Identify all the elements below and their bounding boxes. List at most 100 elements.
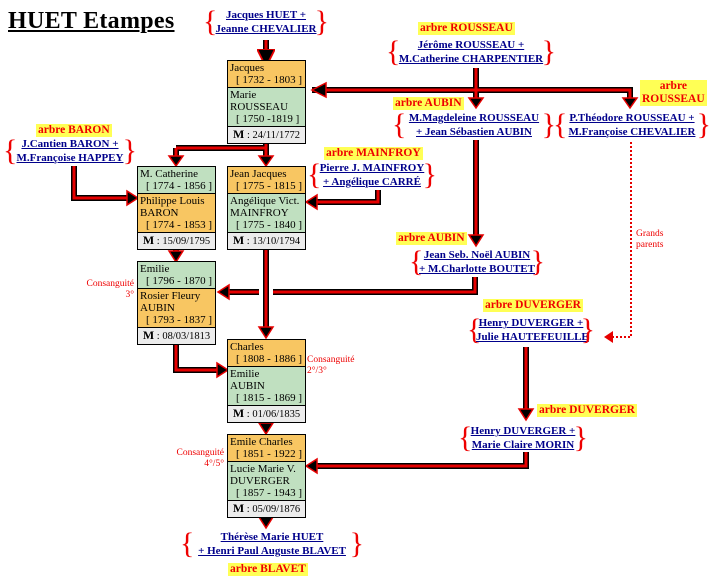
tag-arbre-rousseau-2[interactable]: arbre ROUSSEAU [640,80,707,106]
link-charlotte-boutet[interactable]: + M.Charlotte BOUTET [419,263,535,275]
brace-left-icon: { [203,5,218,38]
link-francoise-happey[interactable]: M.Françoise HAPPEY [16,152,124,164]
marriage-date: : 24/11/1772 [246,130,300,141]
person-name: Marie [230,89,257,101]
note-line: parents [636,240,664,250]
marriage-date: : 05/09/1876 [246,504,301,515]
link-jeanne-chevalier[interactable]: Jeanne CHEVALIER [215,23,317,35]
link-catherine-charpentier[interactable]: M.Catherine CHARPENTIER [398,53,544,65]
family-box-emile-lucie: Emile Charles [ 1851 - 1922 ] Lucie Mari… [227,434,306,518]
brace-left-icon: { [180,527,195,560]
link-jacques-huet[interactable]: Jacques HUET + [225,9,307,21]
tag-arbre-rousseau-1[interactable]: arbre ROUSSEAU [418,22,515,35]
family-box-charles-emilie: Charles [ 1808 - 1886 ] Emilie AUBIN [ 1… [227,339,306,423]
husband-cell: Emile Charles [ 1851 - 1922 ] [228,435,305,462]
brace-right-icon: } [349,527,364,560]
couple-aubin-boutet: { Jean Seb. Noël AUBIN + M.Charlotte BOU… [409,246,545,278]
link-cantien-baron[interactable]: J.Cantien BARON + [21,138,119,150]
brace-right-icon: } [422,158,437,191]
link-marie-claire-morin[interactable]: Marie Claire MORIN [471,439,575,451]
brace-right-icon: } [530,245,545,278]
marriage-date: : 08/03/1813 [156,331,211,342]
marriage-cell: M : 01/06/1835 [228,406,305,422]
brace-right-icon: } [696,108,711,141]
brace-left-icon: { [467,313,482,346]
person-dates: [ 1857 - 1943 ] [236,487,302,499]
link-angelique-carre[interactable]: + Angélique CARRÉ [323,176,421,188]
tag-line: ROUSSEAU [642,93,705,105]
link-therese-huet[interactable]: Thérèse Marie HUET [220,531,324,543]
marriage-label: M [232,233,245,247]
person-name: M. Catherine [140,168,199,180]
person-dates: [ 1750 -1819 ] [236,113,300,125]
brace-left-icon: { [392,108,407,141]
couple-mainfroy-carre: { Pierre J. MAINFROY + Angélique CARRÉ } [307,159,437,191]
marriage-date: : 13/10/1794 [246,236,301,247]
husband-cell: Rosier Fleury AUBIN [ 1793 - 1837 ] [138,289,215,328]
note-line: 2°/3° [307,366,327,376]
person-dates: [ 1775 - 1840 ] [236,219,302,231]
person-name: Charles [230,341,264,353]
connector-rousseau-split [310,68,639,110]
person-dates: [ 1808 - 1886 ] [236,353,302,365]
link-julie-hautefeuille[interactable]: Julie HAUTEFEUILLE [476,331,589,343]
link-henri-blavet[interactable]: + Henri Paul Auguste BLAVET [198,545,346,557]
person-dates: [ 1851 - 1922 ] [236,448,302,460]
person-name: Emilie [230,368,260,380]
marriage-date: : 01/06/1835 [246,409,301,420]
family-box-jeanjacques-angelique: Jean Jacques [ 1775 - 1815 ] Angélique V… [227,166,306,250]
consanguinity-note-3: Consanguité 4°/5° [172,448,225,470]
connector-morin-to-lucie [304,452,529,475]
link-pierre-mainfroy[interactable]: Pierre J. MAINFROY [319,162,425,174]
brace-right-icon: } [122,134,137,167]
connector-hautefeuille-to-morin [517,347,535,422]
connector-mainfroy-to-angelique [304,190,381,211]
link-theodore-rousseau[interactable]: P.Théodore ROUSSEAU + [569,112,695,124]
person-name: Emile Charles [230,436,293,448]
link-jean-sebastien-aubin[interactable]: + Jean Sébastien AUBIN [416,126,532,138]
person-name: Jacques [230,62,265,74]
person-dates: [ 1815 - 1869 ] [236,392,302,404]
link-noel-aubin[interactable]: Jean Seb. Noël AUBIN [423,249,531,261]
couple-huet-chevalier: { Jacques HUET + Jeanne CHEVALIER } [203,6,329,38]
brace-left-icon: { [307,158,322,191]
link-magdeleine-rousseau[interactable]: M.Magdeleine ROUSSEAU [408,112,540,124]
tag-arbre-aubin-2[interactable]: arbre AUBIN [396,232,467,245]
tag-arbre-duverger-2[interactable]: arbre DUVERGER [537,404,637,417]
link-jerome-rousseau[interactable]: Jérôme ROUSSEAU + [417,39,525,51]
brace-right-icon: } [573,421,588,454]
brace-left-icon: { [553,108,568,141]
marriage-label: M [142,328,155,342]
marriage-cell: M : 13/10/1794 [228,233,305,249]
connector-baron-to-philippe [71,166,140,207]
husband-cell: Philippe Louis BARON [ 1774 - 1853 ] [138,194,215,233]
couple-magdeleine-aubin: { M.Magdeleine ROUSSEAU + Jean Sébastien… [392,109,556,141]
tag-arbre-baron[interactable]: arbre BARON [36,124,112,137]
link-henry-duverger-2[interactable]: Henry DUVERGER + [470,425,576,437]
couple-huet-blavet: { Thérèse Marie HUET + Henri Paul August… [180,528,364,560]
wife-cell: Angélique Vict. MAINFROY [ 1775 - 1840 ] [228,194,305,233]
tag-arbre-aubin-1[interactable]: arbre AUBIN [393,97,464,110]
link-henry-duverger-1[interactable]: Henry DUVERGER + [478,317,584,329]
person-name: Emilie [140,263,170,275]
tag-arbre-duverger-1[interactable]: arbre DUVERGER [483,299,583,312]
brace-left-icon: { [409,245,424,278]
couple-theodore-chevalier: { P.Théodore ROUSSEAU + M.Françoise CHEV… [553,109,711,141]
couple-duverger-morin: { Henry DUVERGER + Marie Claire MORIN } [458,422,588,454]
person-dates: [ 1775 - 1815 ] [236,180,302,192]
person-dates: [ 1793 - 1837 ] [146,314,212,326]
tag-arbre-mainfroy[interactable]: arbre MAINFROY [324,147,423,160]
marriage-cell: M : 08/03/1813 [138,328,215,344]
brace-left-icon: { [386,35,401,68]
couple-rousseau-charpentier: { Jérôme ROUSSEAU + M.Catherine CHARPENT… [386,36,556,68]
person-dates: [ 1796 - 1870 ] [146,275,212,287]
person-surname: MAINFROY [230,207,289,219]
husband-cell: Jacques [ 1732 - 1803 ] [228,61,305,88]
connector-jeanjacques-to-charles [257,238,275,340]
person-surname: BARON [140,207,179,219]
tag-arbre-blavet[interactable]: arbre BLAVET [228,563,308,576]
marriage-date: : 15/09/1795 [156,236,211,247]
link-francoise-chevalier[interactable]: M.Françoise CHEVALIER [568,126,696,138]
person-name: Jean Jacques [230,168,287,180]
note-line: 3° [125,290,134,300]
